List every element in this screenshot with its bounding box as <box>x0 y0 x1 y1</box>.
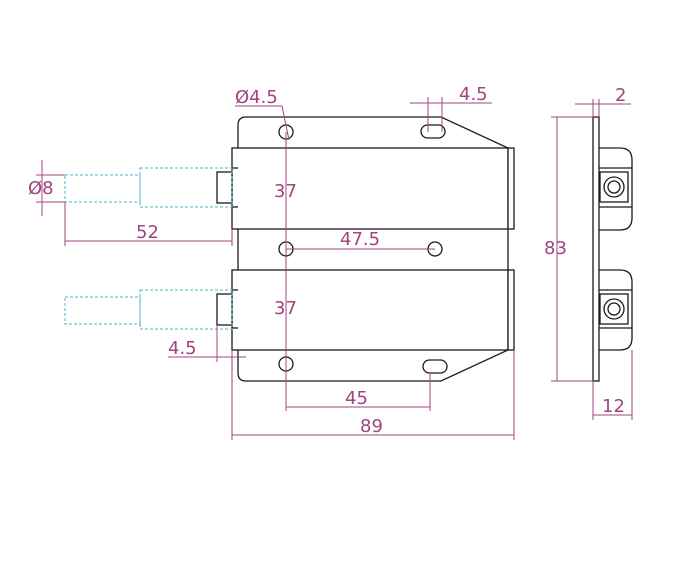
side-upper-screw-head <box>599 171 629 203</box>
mounting-slot-top <box>420 124 446 139</box>
lower-housing <box>231 269 509 351</box>
side-lower-screw-head <box>599 293 629 325</box>
dim-bottom-hole-spacing: 45 <box>345 388 368 409</box>
dim-plunger-travel: 52 <box>136 222 159 243</box>
dim-overall-height: 83 <box>544 238 567 259</box>
dim-plate-thickness: 2 <box>615 85 626 106</box>
dim-lower-hole-spacing: 37 <box>274 298 297 319</box>
side-upper-boss <box>599 147 633 231</box>
dim-hole-diameter: Ø4.5 <box>235 87 278 108</box>
lower-latch-bolt <box>216 293 233 326</box>
lower-housing-end <box>507 269 515 351</box>
hidden-plungers <box>64 167 233 330</box>
dim-upper-hole-spacing: 37 <box>274 181 297 202</box>
front-view <box>64 116 515 382</box>
side-view <box>592 116 633 382</box>
upper-latch-bolt <box>216 171 233 204</box>
side-plate <box>592 116 600 382</box>
dim-slot-width: 4.5 <box>459 84 488 105</box>
dim-plunger-diameter: Ø8 <box>28 178 54 199</box>
side-lower-boss <box>599 269 633 351</box>
mounting-slot-bottom <box>422 359 448 374</box>
dim-middle-hole-spacing: 47.5 <box>340 229 380 250</box>
dimensions: Ø4.5 4.5 Ø8 52 37 47.5 37 4.5 45 <box>28 84 633 440</box>
dim-overall-length: 89 <box>360 416 383 437</box>
dim-overall-depth: 12 <box>602 396 625 417</box>
upper-housing-end <box>507 147 515 230</box>
upper-housing <box>231 147 509 230</box>
dim-bolt-offset: 4.5 <box>168 338 197 359</box>
base-plate <box>237 116 509 382</box>
